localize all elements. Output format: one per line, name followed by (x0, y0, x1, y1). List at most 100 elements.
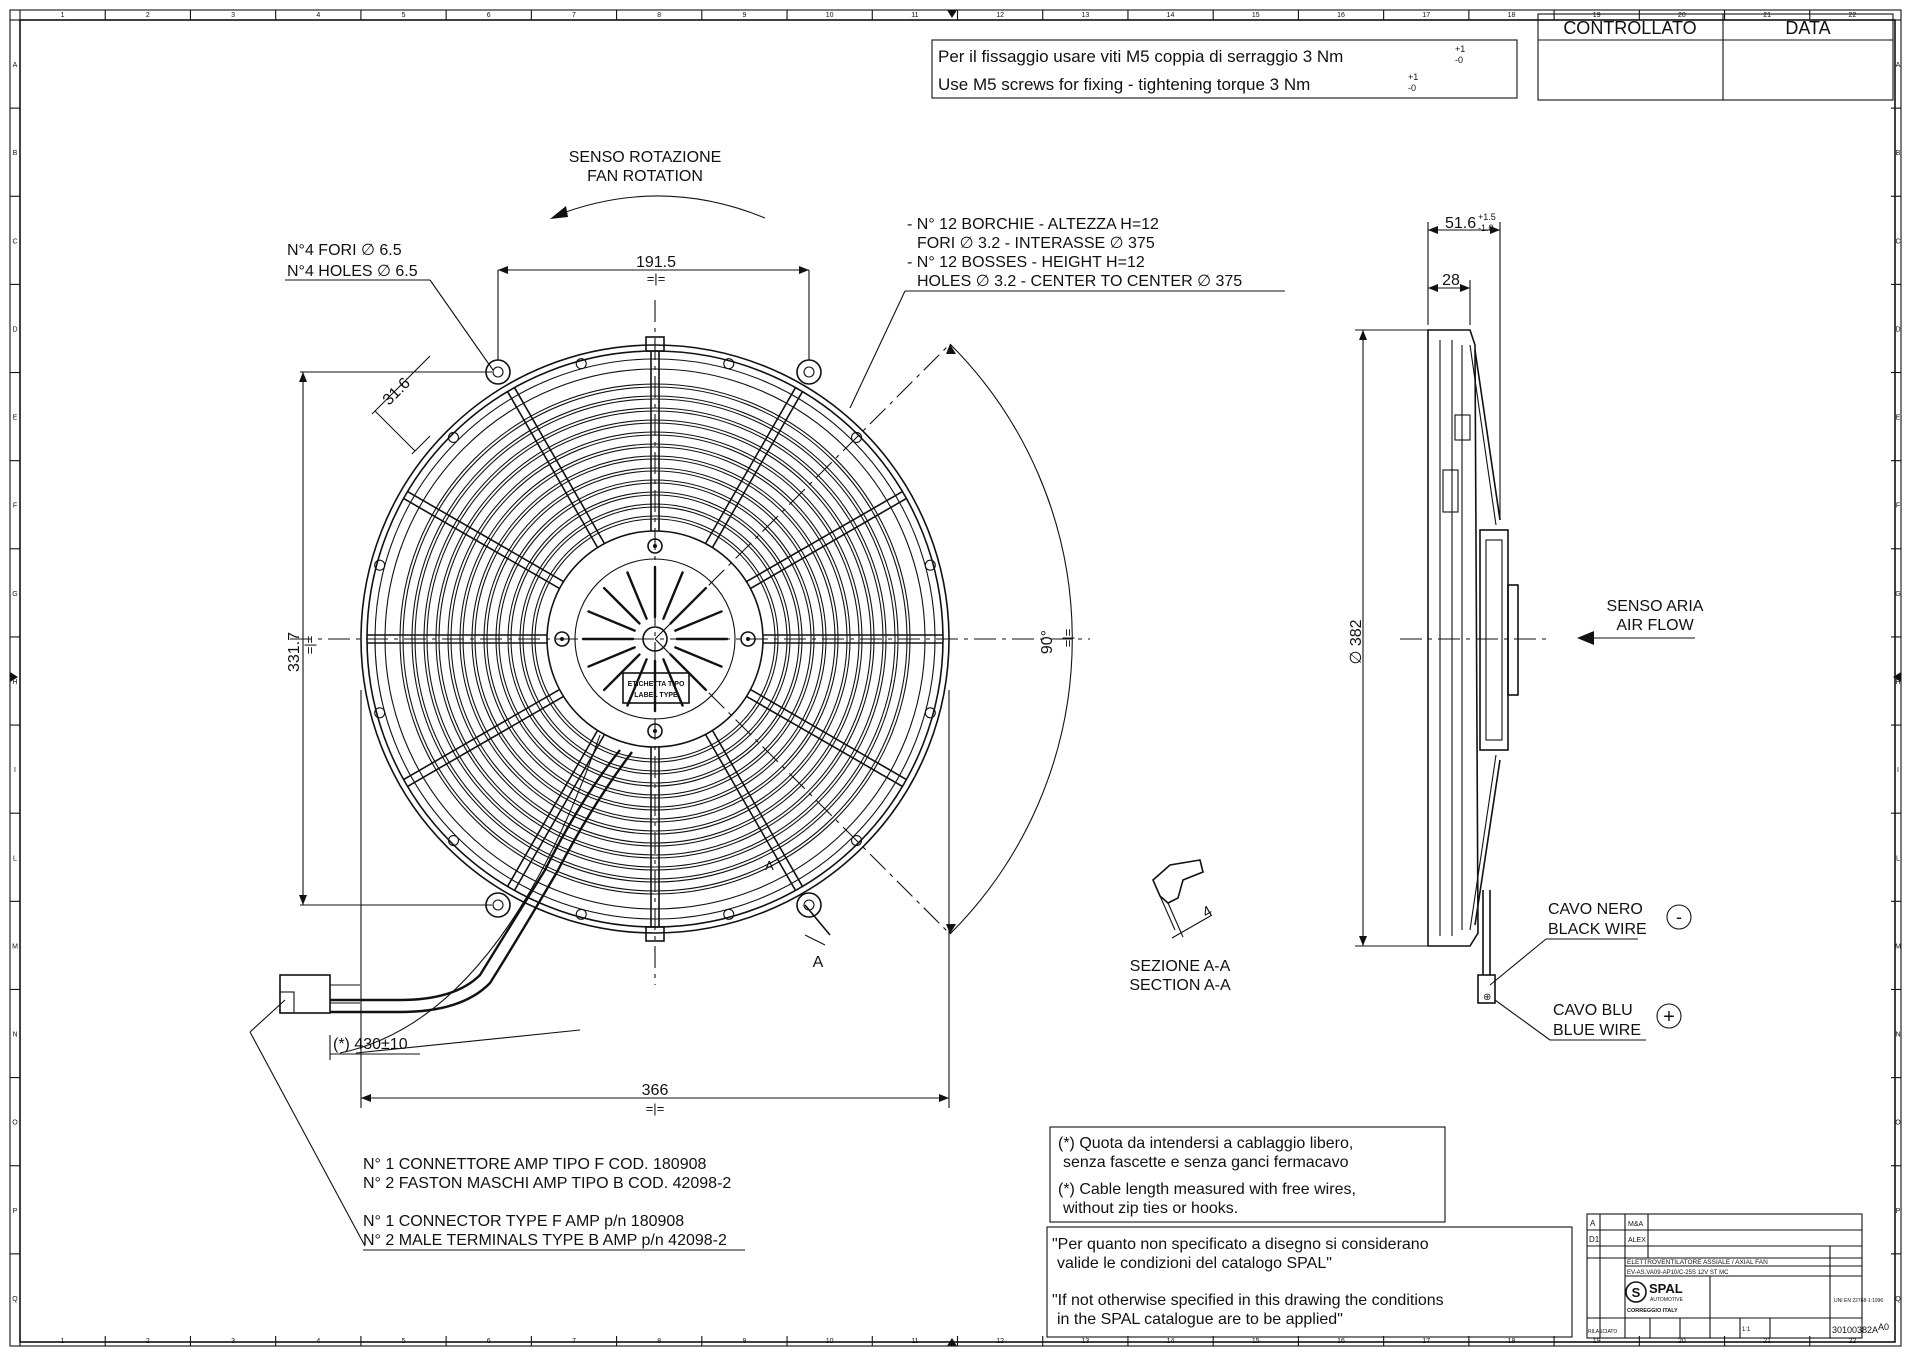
right-scale-letter: N (1895, 1032, 1900, 1039)
top-scale-number: 17 (1422, 12, 1430, 19)
rim-boss (723, 908, 735, 920)
cable-note-box: (*) Quota da intendersi a cablaggio libe… (1049, 1126, 1446, 1223)
grille-spoke (750, 688, 907, 781)
title-author-2: ALEX (1628, 1237, 1646, 1244)
side-view: ⊕ (1427, 329, 1519, 1004)
title-city: CORREGGIO ITALY (1627, 1308, 1678, 1314)
rim-boss (924, 559, 936, 571)
rim-boss (924, 707, 936, 719)
section-marker-a-text: A (813, 954, 824, 971)
grille-spoke (407, 490, 564, 583)
bottom-scale-number: 5 (402, 1338, 406, 1345)
left-center-mark (10, 672, 18, 682)
left-scale-letter: C (12, 238, 17, 245)
bottom-scale-number: 22 (1848, 1338, 1856, 1345)
catalog-note-box: "Per quanto non specificato a disegno si… (1046, 1226, 1573, 1338)
bosses-note-l4: HOLES ∅ 3.2 - CENTER TO CENTER ∅ 375 (917, 273, 1242, 290)
bottom-scale-number: 19 (1593, 1338, 1601, 1345)
right-center-mark (1893, 672, 1901, 682)
right-scale-letter: F (1896, 503, 1900, 510)
title-brand: SPAL (1649, 1281, 1683, 1296)
cooling-fin (587, 646, 636, 668)
cable-note-l3: (*) Cable length measured with free wire… (1058, 1181, 1356, 1198)
air-flow-arrowhead (1577, 631, 1594, 645)
grille-spoke (746, 695, 903, 788)
connector-note-l1: N° 1 CONNETTORE AMP TIPO F COD. 180908 (363, 1156, 706, 1173)
label-type-it: ETICHETTA TIPO (628, 681, 685, 688)
top-scale-number: 2 (146, 12, 150, 19)
title-drawing-number: 30100382A (1832, 1325, 1878, 1335)
top-scale-number: 3 (231, 12, 235, 19)
grille-spoke (513, 387, 606, 544)
top-scale-number: 6 (487, 12, 491, 19)
left-scale-letter: A (13, 62, 18, 69)
blue-wire-leader (1494, 999, 1551, 1041)
cooling-fin (674, 646, 723, 668)
bottom-scale-number: 7 (572, 1338, 576, 1345)
rim-boss (723, 358, 735, 370)
section-marker-a: A A (765, 858, 831, 971)
grille-spoke (506, 730, 599, 887)
right-scale-letter: E (1896, 415, 1901, 422)
catalog-note-l2: valide le condizioni del catalogo SPAL" (1057, 1255, 1332, 1272)
title-brand-sub: AUTOMOTIVE (1650, 1297, 1684, 1303)
bottom-scale-number: 20 (1678, 1338, 1686, 1345)
bosses-note-l2: FORI ∅ 3.2 - INTERASSE ∅ 375 (917, 235, 1155, 252)
cooling-fin (662, 571, 684, 620)
catalog-note-l1: "Per quanto non specificato a disegno si… (1052, 1236, 1429, 1253)
left-scale-letter: P (13, 1208, 18, 1215)
title-rev-d1: D1 (1589, 1235, 1600, 1244)
rim-boss (447, 431, 460, 444)
rim-boss (575, 358, 587, 370)
dimension-28: 28 (1428, 272, 1471, 325)
header-data: DATA (1785, 18, 1830, 38)
dim-cable-length: (*) 430±10 (333, 1036, 408, 1053)
title-author-1: M&A (1628, 1221, 1644, 1228)
cooling-fin (662, 658, 684, 707)
connector-note-l3: N° 1 CONNECTOR TYPE F AMP p/n 180908 (363, 1213, 684, 1230)
grille-spoke (513, 734, 606, 891)
rim-boss (447, 834, 460, 847)
left-scale-letter: E (13, 415, 18, 422)
bottom-scale-number: 9 (742, 1338, 746, 1345)
fixing-tol-minus-2: -0 (1408, 83, 1416, 93)
fan-grille-spokes (367, 351, 943, 927)
top-scale-number: 16 (1337, 12, 1345, 19)
top-center-mark (947, 10, 957, 18)
catalog-note-l3: "If not otherwise specified in this draw… (1052, 1292, 1444, 1309)
top-scale-number: 8 (657, 12, 661, 19)
bottom-scale-number: 16 (1337, 1338, 1345, 1345)
section-label-it: SEZIONE A-A (1130, 958, 1231, 975)
right-scale-letter: H (1895, 679, 1900, 686)
fan-rotation-it: SENSO ROTAZIONE (569, 149, 722, 166)
grille-spoke (750, 497, 907, 590)
fixing-note-en: Use M5 screws for fixing - tightening to… (938, 75, 1310, 94)
fixing-note: Per il fissaggio usare viti M5 coppia di… (931, 39, 1518, 99)
spal-logo-icon (1625, 1281, 1647, 1303)
dim-382-text: ∅ 382 (1348, 619, 1365, 664)
grille-ring-inner (426, 410, 884, 868)
title-scale: 1:1 (1742, 1327, 1751, 1333)
svg-text:A: A (765, 858, 774, 873)
section-label-en: SECTION A-A (1129, 977, 1231, 994)
bottom-scale-number: 8 (657, 1338, 661, 1345)
bottom-scale-number: 18 (1508, 1338, 1516, 1345)
top-scale-number: 5 (402, 12, 406, 19)
fan-rotation-en: FAN ROTATION (587, 168, 703, 185)
right-scale-letter: G (1895, 591, 1900, 598)
air-flow-en: AIR FLOW (1616, 617, 1694, 634)
grille-spoke (407, 695, 564, 788)
title-standard: UNI EN 22768-1:1996 (1834, 1298, 1883, 1304)
connector-note-l2: N° 2 FASTON MASCHI AMP TIPO B COD. 42098… (363, 1175, 731, 1192)
label-type-box: ETICHETTA TIPO LABEL TYPE (622, 672, 690, 704)
dim-90-text: 90° (1039, 630, 1056, 654)
bottom-scale-number: 12 (996, 1338, 1004, 1345)
top-scale-number: 9 (742, 12, 746, 19)
cooling-fin (602, 653, 641, 692)
bosses-leader (849, 290, 906, 409)
left-scale-letter: O (12, 1120, 18, 1127)
cable-note-l2: senza fascette e senza ganci fermacavo (1063, 1154, 1349, 1171)
